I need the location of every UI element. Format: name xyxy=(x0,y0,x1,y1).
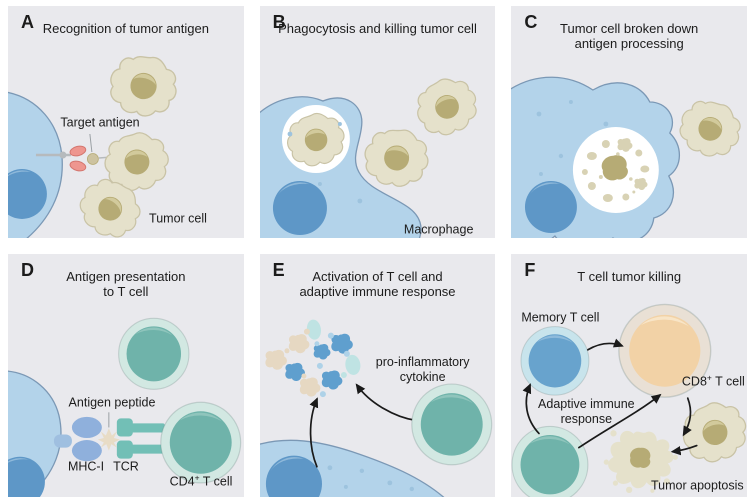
macrophage-nucleus xyxy=(525,181,578,233)
arrow-tcell-to-memory xyxy=(522,383,541,435)
tumor-cell-label: Tumor cell xyxy=(149,211,207,226)
memory-t-cell-label: Memory T cell xyxy=(521,310,600,325)
cd4-t-cell xyxy=(160,401,242,484)
mhc-label: MHC-I xyxy=(67,459,105,474)
panel-b-title: Phagocytosis and killing tumor cell xyxy=(278,21,477,36)
panel-a-letter: A xyxy=(21,12,34,32)
arrow-tcell-to-cd8 xyxy=(578,393,662,449)
t-cell xyxy=(410,383,492,466)
mhc-molecule xyxy=(71,416,102,462)
panel-d-letter: D xyxy=(21,260,34,280)
arrow-tumor-to-apoptosis xyxy=(671,444,698,456)
panel-c-illustration xyxy=(511,76,747,238)
panel-b-letter: B xyxy=(272,12,286,32)
arrow-tcell-to-cytokine xyxy=(355,383,417,422)
panel-e-illustration xyxy=(259,319,492,497)
t-cell xyxy=(511,425,589,497)
macrophage-speckles xyxy=(327,465,414,492)
cd4-t-cell-label: CD4+ T cell xyxy=(169,472,233,489)
macrophage-label: Macrophage xyxy=(403,222,474,237)
arrow-memory-to-cd8 xyxy=(587,338,625,351)
target-antigen-label: Target antigen xyxy=(60,115,140,130)
panel-f-letter: F xyxy=(524,260,536,280)
cytokine-label: pro-inflammatory cytokine xyxy=(375,355,470,384)
panel-e: E Activation of T cell and adaptive immu… xyxy=(259,254,496,497)
target-antigen-pointer xyxy=(89,133,93,153)
macrophage-speckles xyxy=(536,100,609,176)
tumor-cell xyxy=(102,47,184,124)
antigen-receptor xyxy=(69,145,87,172)
arrow-macrophage-to-cytokine xyxy=(309,397,318,468)
panel-b: B Phagocytosis and killing tumor cell Ma… xyxy=(259,6,496,238)
macrophage-nucleus xyxy=(272,180,327,236)
panel-a-title: Recognition of tumor antigen xyxy=(42,21,209,36)
adaptive-immune-label: Adaptive immune response xyxy=(538,397,635,426)
panel-d-illustration xyxy=(8,317,242,497)
memory-t-cell xyxy=(520,326,590,396)
cytokine-cluster xyxy=(265,319,361,398)
t-cell xyxy=(118,317,190,390)
panel-a: A Recognition of tumor antigen Target an… xyxy=(8,6,244,238)
tcr-label: TCR xyxy=(113,459,139,474)
arrow-cd8-to-tumor xyxy=(683,397,693,437)
panel-d-title: Antigen presentation to T cell xyxy=(66,269,186,299)
panel-e-title: Activation of T cell and adaptive immune… xyxy=(299,269,456,299)
tumor-cell xyxy=(671,90,747,167)
tumor-apoptosis-label: Tumor apoptosis xyxy=(651,478,744,493)
antigen-peptide-label: Antigen peptide xyxy=(68,395,156,410)
panel-e-letter: E xyxy=(272,260,285,280)
target-antigen-dot xyxy=(86,153,99,165)
panel-c-title: Tumor cell broken down antigen processin… xyxy=(560,21,699,51)
panel-c: C Tumor cell broken down antigen process… xyxy=(511,6,747,238)
tumor-cell xyxy=(408,70,485,143)
tumor-cell xyxy=(359,123,433,192)
panel-f: F T cell tumor killing Memory T cell CD8… xyxy=(511,254,747,497)
panel-a-illustration xyxy=(8,47,184,238)
tumor-cell xyxy=(676,395,747,469)
cd8-t-cell-label: CD8+ T cell xyxy=(681,372,745,389)
panel-f-title: T cell tumor killing xyxy=(577,269,682,284)
mhc-stem xyxy=(53,434,72,448)
macrophage-speckles xyxy=(287,122,362,204)
panel-d: D Antigen presentation to T cell xyxy=(8,254,244,497)
panel-c-letter: C xyxy=(524,12,538,32)
panel-f-illustration xyxy=(511,303,747,497)
antigen-peptide-star xyxy=(97,428,120,451)
panel-b-illustration xyxy=(259,70,485,238)
tcr-molecule xyxy=(116,418,165,459)
receptor-joint xyxy=(59,151,67,159)
